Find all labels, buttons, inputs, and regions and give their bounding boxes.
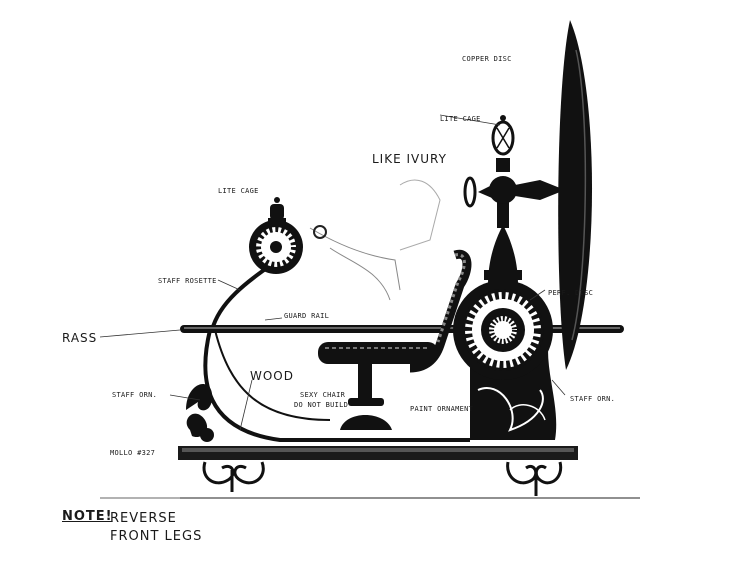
hand-knob [313, 225, 327, 239]
left-ornament [186, 383, 214, 442]
figure-sketch [399, 179, 441, 251]
staff-rosette [249, 220, 303, 274]
label-do-not-build: DO NOT BUILD [294, 401, 349, 409]
label-lite-cage-top: LITE CAGE [440, 115, 481, 123]
base-highlight [182, 448, 574, 452]
lite-cage-left [268, 197, 286, 222]
copper-disc [558, 20, 593, 370]
label-front-legs: FRONT LEGS [110, 529, 203, 544]
sled-frame [203, 329, 470, 442]
label-sexy-chair: SEXY CHAIR [300, 391, 346, 399]
label-staff-orn-left: STAFF ORN. [112, 391, 158, 399]
sled-frame-inner [214, 329, 331, 421]
console-column [463, 176, 522, 285]
label-reverse: REVERSE [110, 511, 177, 526]
label-guard-rail: GUARD RAIL [284, 312, 330, 320]
label-copper-disc: COPPER DISC [462, 55, 512, 63]
lite-cage-top [491, 115, 515, 172]
arm-sketch [309, 227, 401, 301]
brass-rail-shine [184, 327, 620, 329]
label-note: NOTE! [62, 509, 113, 524]
leader-lines [99, 114, 566, 499]
label-perf-disc: PERF. DISC [548, 289, 594, 297]
chair [318, 249, 472, 430]
label-lite-cage-left: LITE CAGE [218, 187, 259, 195]
label-brass: RASS [62, 331, 98, 345]
front-leg-right [506, 461, 563, 496]
label-staff-orn-right: STAFF ORN. [570, 395, 616, 403]
label-mollo: MOLLO #327 [110, 449, 156, 457]
front-leg-left [202, 461, 265, 492]
perf-disc [453, 280, 553, 380]
label-wood: WOOD [250, 369, 294, 383]
label-like-ivory: LIKE IVURY [372, 152, 447, 166]
copper-disc-shine [571, 49, 587, 341]
label-staff-rosette: STAFF ROSETTE [158, 277, 217, 285]
label-paint-ornament: PAINT ORNAMENT [410, 405, 474, 413]
